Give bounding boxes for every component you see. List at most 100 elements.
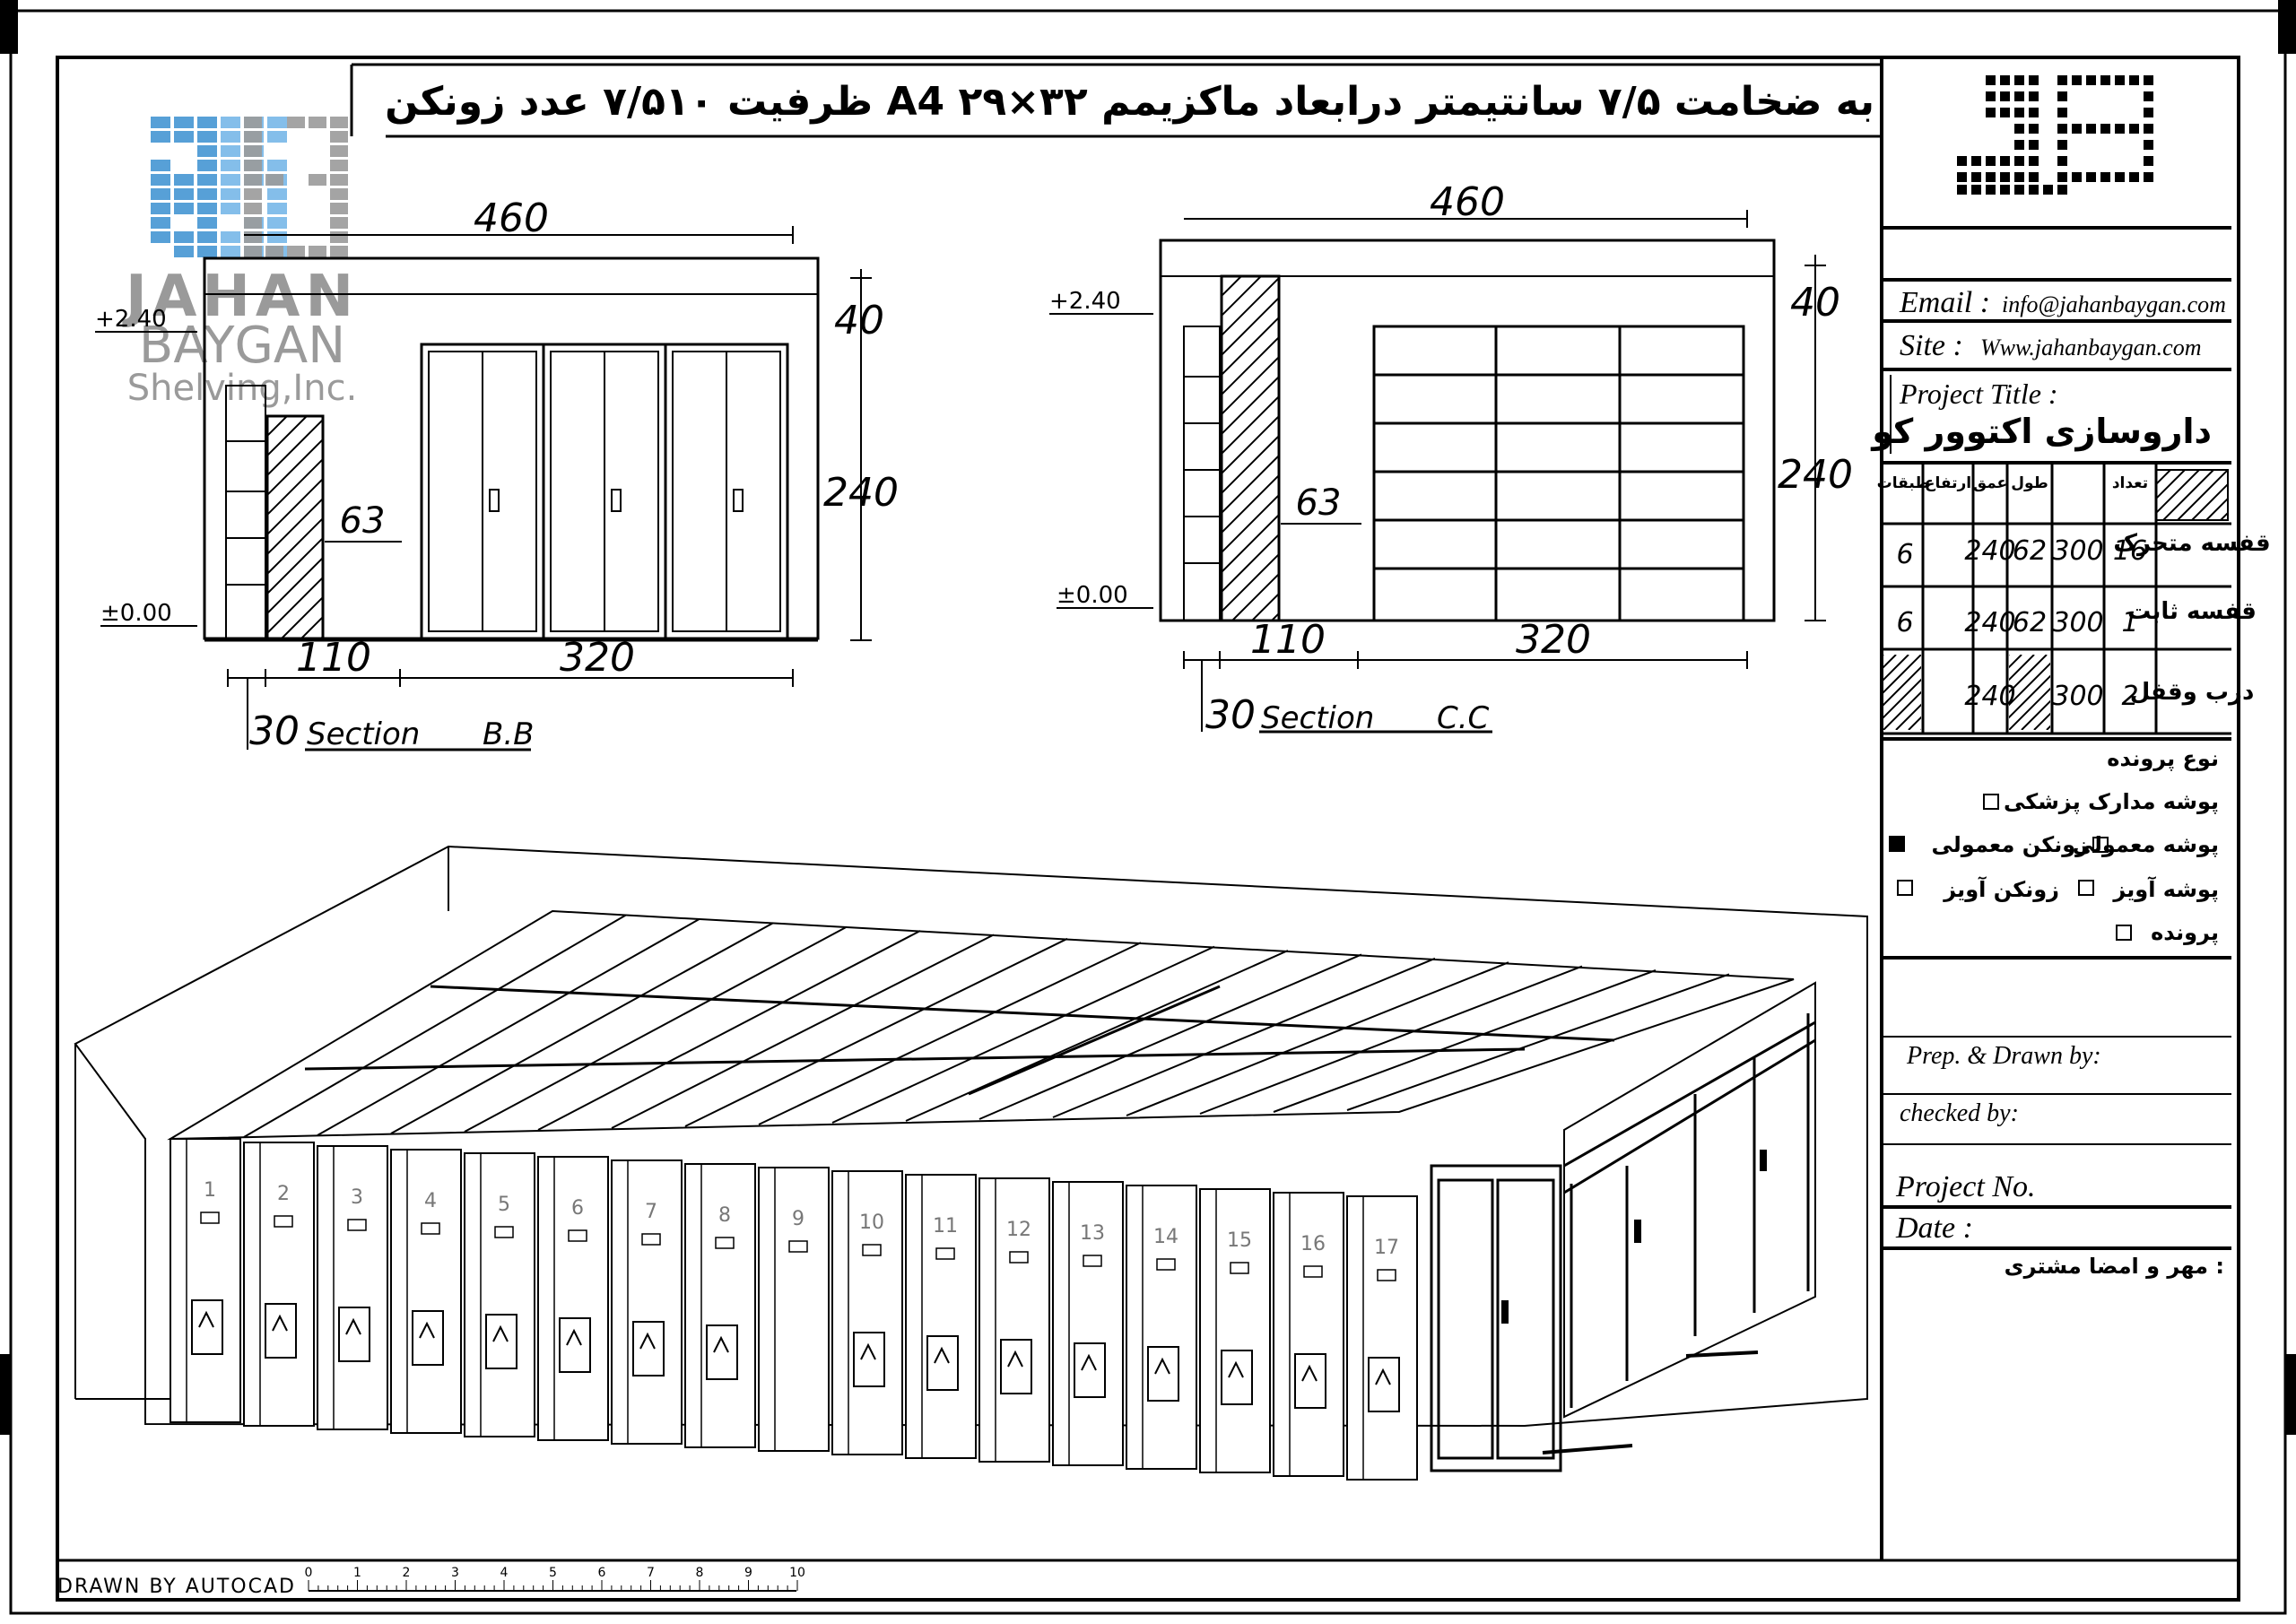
mobile-unit-9: 9 [759,1168,829,1451]
col-depth: عمق [1973,474,2007,492]
col-count: تعداد [2112,474,2148,492]
svg-text:2: 2 [2121,681,2138,712]
dim-mobile: 320 [1516,617,1591,663]
scale-tick-label: 5 [549,1566,557,1580]
project-no-label: Project No. [1895,1170,2036,1203]
scale-tick-label: 2 [403,1566,411,1580]
row-name: درب وقفل [2130,679,2255,706]
svg-text:240: 240 [1964,607,2015,638]
mobile-unit-14: 14 [1126,1185,1196,1469]
dim-width: 460 [1430,179,1505,225]
scale-tick-label: 6 [598,1566,606,1580]
unit-number: 5 [498,1194,510,1216]
svg-text:300: 300 [2052,681,2103,712]
file-type-heading: نوع پرونده [2107,746,2219,771]
mobile-unit-7: 7 [612,1160,682,1444]
checkbox-regular-binder[interactable] [1889,836,1905,852]
mobile-unit-3: 3 [317,1146,387,1429]
prepared-by-label: Prep. & Drawn by: [1906,1042,2101,1070]
section-label: Section [307,716,420,752]
svg-text:62: 62 [2013,607,2047,638]
unit-number: 9 [792,1208,804,1230]
mobile-unit-11: 11 [906,1175,976,1458]
mobile-unit-13: 13 [1053,1182,1123,1465]
scale-tick-label: 0 [305,1566,313,1580]
col-shelves: طبقات [1877,474,1930,492]
section-code: B.B [483,716,534,752]
unit-number: 15 [1227,1229,1252,1252]
svg-text:240: 240 [1964,535,2015,567]
mobile-unit-16: 16 [1274,1193,1344,1476]
unit-number: 4 [424,1190,437,1212]
dim-offset: 30 [1205,692,1256,738]
scale-tick-label: 7 [647,1566,655,1580]
mobile-unit-6: 6 [538,1157,608,1440]
mobile-unit-12: 12 [979,1178,1049,1462]
level-bottom: ±0.00 [100,600,172,627]
row-name: قفسه ثابت [2127,598,2257,625]
mobile-unit-5: 5 [465,1153,535,1437]
email-label: Email : [1899,286,1990,319]
unit-number: 6 [571,1197,584,1220]
project-title-label: Project Title : [1899,378,2058,410]
unit-number: 7 [645,1201,657,1223]
dim-mobile: 320 [560,635,635,681]
svg-text:62: 62 [2013,535,2047,567]
svg-text:6: 6 [1896,539,1913,570]
project-title: داروسازی اکتوور کو [1870,412,2212,452]
dim-width: 460 [474,195,549,241]
unit-number: 13 [1080,1222,1105,1245]
svg-text:1: 1 [2121,607,2138,638]
level-bottom: ±0.00 [1057,582,1128,609]
level-top: +2.40 [1049,288,1121,315]
section-label: Section [1261,700,1374,736]
unit-number: 1 [204,1179,216,1202]
option-file: پرونده [2151,920,2219,945]
dim-height: 240 [1778,452,1853,498]
level-top: +2.40 [95,306,167,333]
mobile-unit-2: 2 [244,1142,314,1426]
mobile-unit-4: 4 [391,1150,461,1433]
scale-tick-label: 9 [744,1566,752,1580]
dim-height: 240 [823,470,899,516]
client-seal-label: مهر و امضا مشتری : [2005,1254,2224,1279]
svg-text:300: 300 [2052,607,2103,638]
unit-number: 3 [351,1186,363,1209]
dim-fixed: 110 [296,635,371,681]
mobile-unit-10: 10 [832,1171,902,1455]
option-regular-folder: پوشه معمولی [2073,832,2219,857]
unit-number: 11 [933,1215,958,1238]
svg-text:BAYGAN: BAYGAN [139,317,345,375]
email-value: info@jahanbaygan.com [2002,291,2226,317]
mobile-unit-1: 1 [170,1139,240,1422]
col-length: طول [2011,474,2048,492]
mobile-unit-15: 15 [1200,1189,1270,1472]
date-label: Date : [1895,1211,1973,1245]
option-medical-folder: پوشه مدارک پزشکی [2004,789,2219,814]
scale-tick-label: 3 [451,1566,459,1580]
drawing-title: ظرفیت ۷/۵۱۰ عدد زونکن A4 به ضخامت ۷/۵ سا… [385,79,1874,125]
scale-tick-label: 8 [696,1566,704,1580]
svg-text:16: 16 [2113,535,2147,567]
section-code: C.C [1437,700,1490,736]
unit-number: 10 [859,1211,884,1234]
dim-top: 40 [1790,280,1840,326]
svg-text:Shelving,Inc.: Shelving,Inc. [127,368,358,409]
option-regular-binder: زونکن معمولی [1932,832,2089,857]
unit-number: 8 [718,1204,731,1227]
unit-number: 14 [1153,1226,1178,1248]
dim-aisle: 63 [1296,482,1342,524]
unit-number: 12 [1006,1219,1031,1241]
unit-number: 17 [1374,1237,1399,1259]
unit-number: 16 [1300,1233,1326,1255]
unit-number: 2 [277,1183,290,1205]
svg-text:300: 300 [2052,535,2103,567]
scale-tick-label: 1 [353,1566,361,1580]
scale-tick-label: 4 [500,1566,509,1580]
dim-top: 40 [834,298,884,343]
mobile-unit-17: 17 [1347,1196,1417,1480]
svg-text:240: 240 [1964,681,2015,712]
dim-offset: 30 [249,708,300,754]
mobile-unit-8: 8 [685,1164,755,1447]
